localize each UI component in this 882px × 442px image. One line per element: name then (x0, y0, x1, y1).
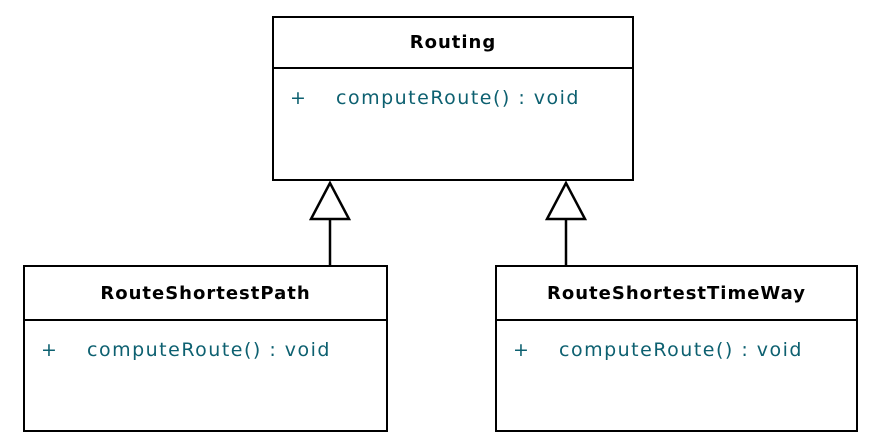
class-routing: Routing + computeRoute() : void (272, 16, 634, 181)
visibility-public-symbol: + (290, 87, 308, 109)
generalization-arrow-left (308, 180, 352, 266)
class-route-shortest-time-way: RouteShortestTimeWay + computeRoute() : … (495, 265, 858, 432)
method-compute-route: + computeRoute() : void (513, 338, 848, 362)
method-signature: computeRoute() : void (559, 339, 803, 361)
class-route-shortest-time-way-members: + computeRoute() : void (497, 321, 856, 430)
generalization-arrow-right (544, 180, 588, 266)
visibility-public-symbol: + (513, 339, 531, 361)
method-compute-route: + computeRoute() : void (41, 338, 378, 362)
class-route-shortest-path-title: RouteShortestPath (25, 267, 386, 321)
method-compute-route: + computeRoute() : void (290, 86, 624, 110)
class-route-shortest-path: RouteShortestPath + computeRoute() : voi… (23, 265, 388, 432)
visibility-public-symbol: + (41, 339, 59, 361)
class-route-shortest-path-members: + computeRoute() : void (25, 321, 386, 430)
class-routing-title: Routing (274, 18, 632, 69)
class-route-shortest-time-way-title: RouteShortestTimeWay (497, 267, 856, 321)
class-routing-members: + computeRoute() : void (274, 69, 632, 179)
method-signature: computeRoute() : void (336, 87, 580, 109)
method-signature: computeRoute() : void (87, 339, 331, 361)
